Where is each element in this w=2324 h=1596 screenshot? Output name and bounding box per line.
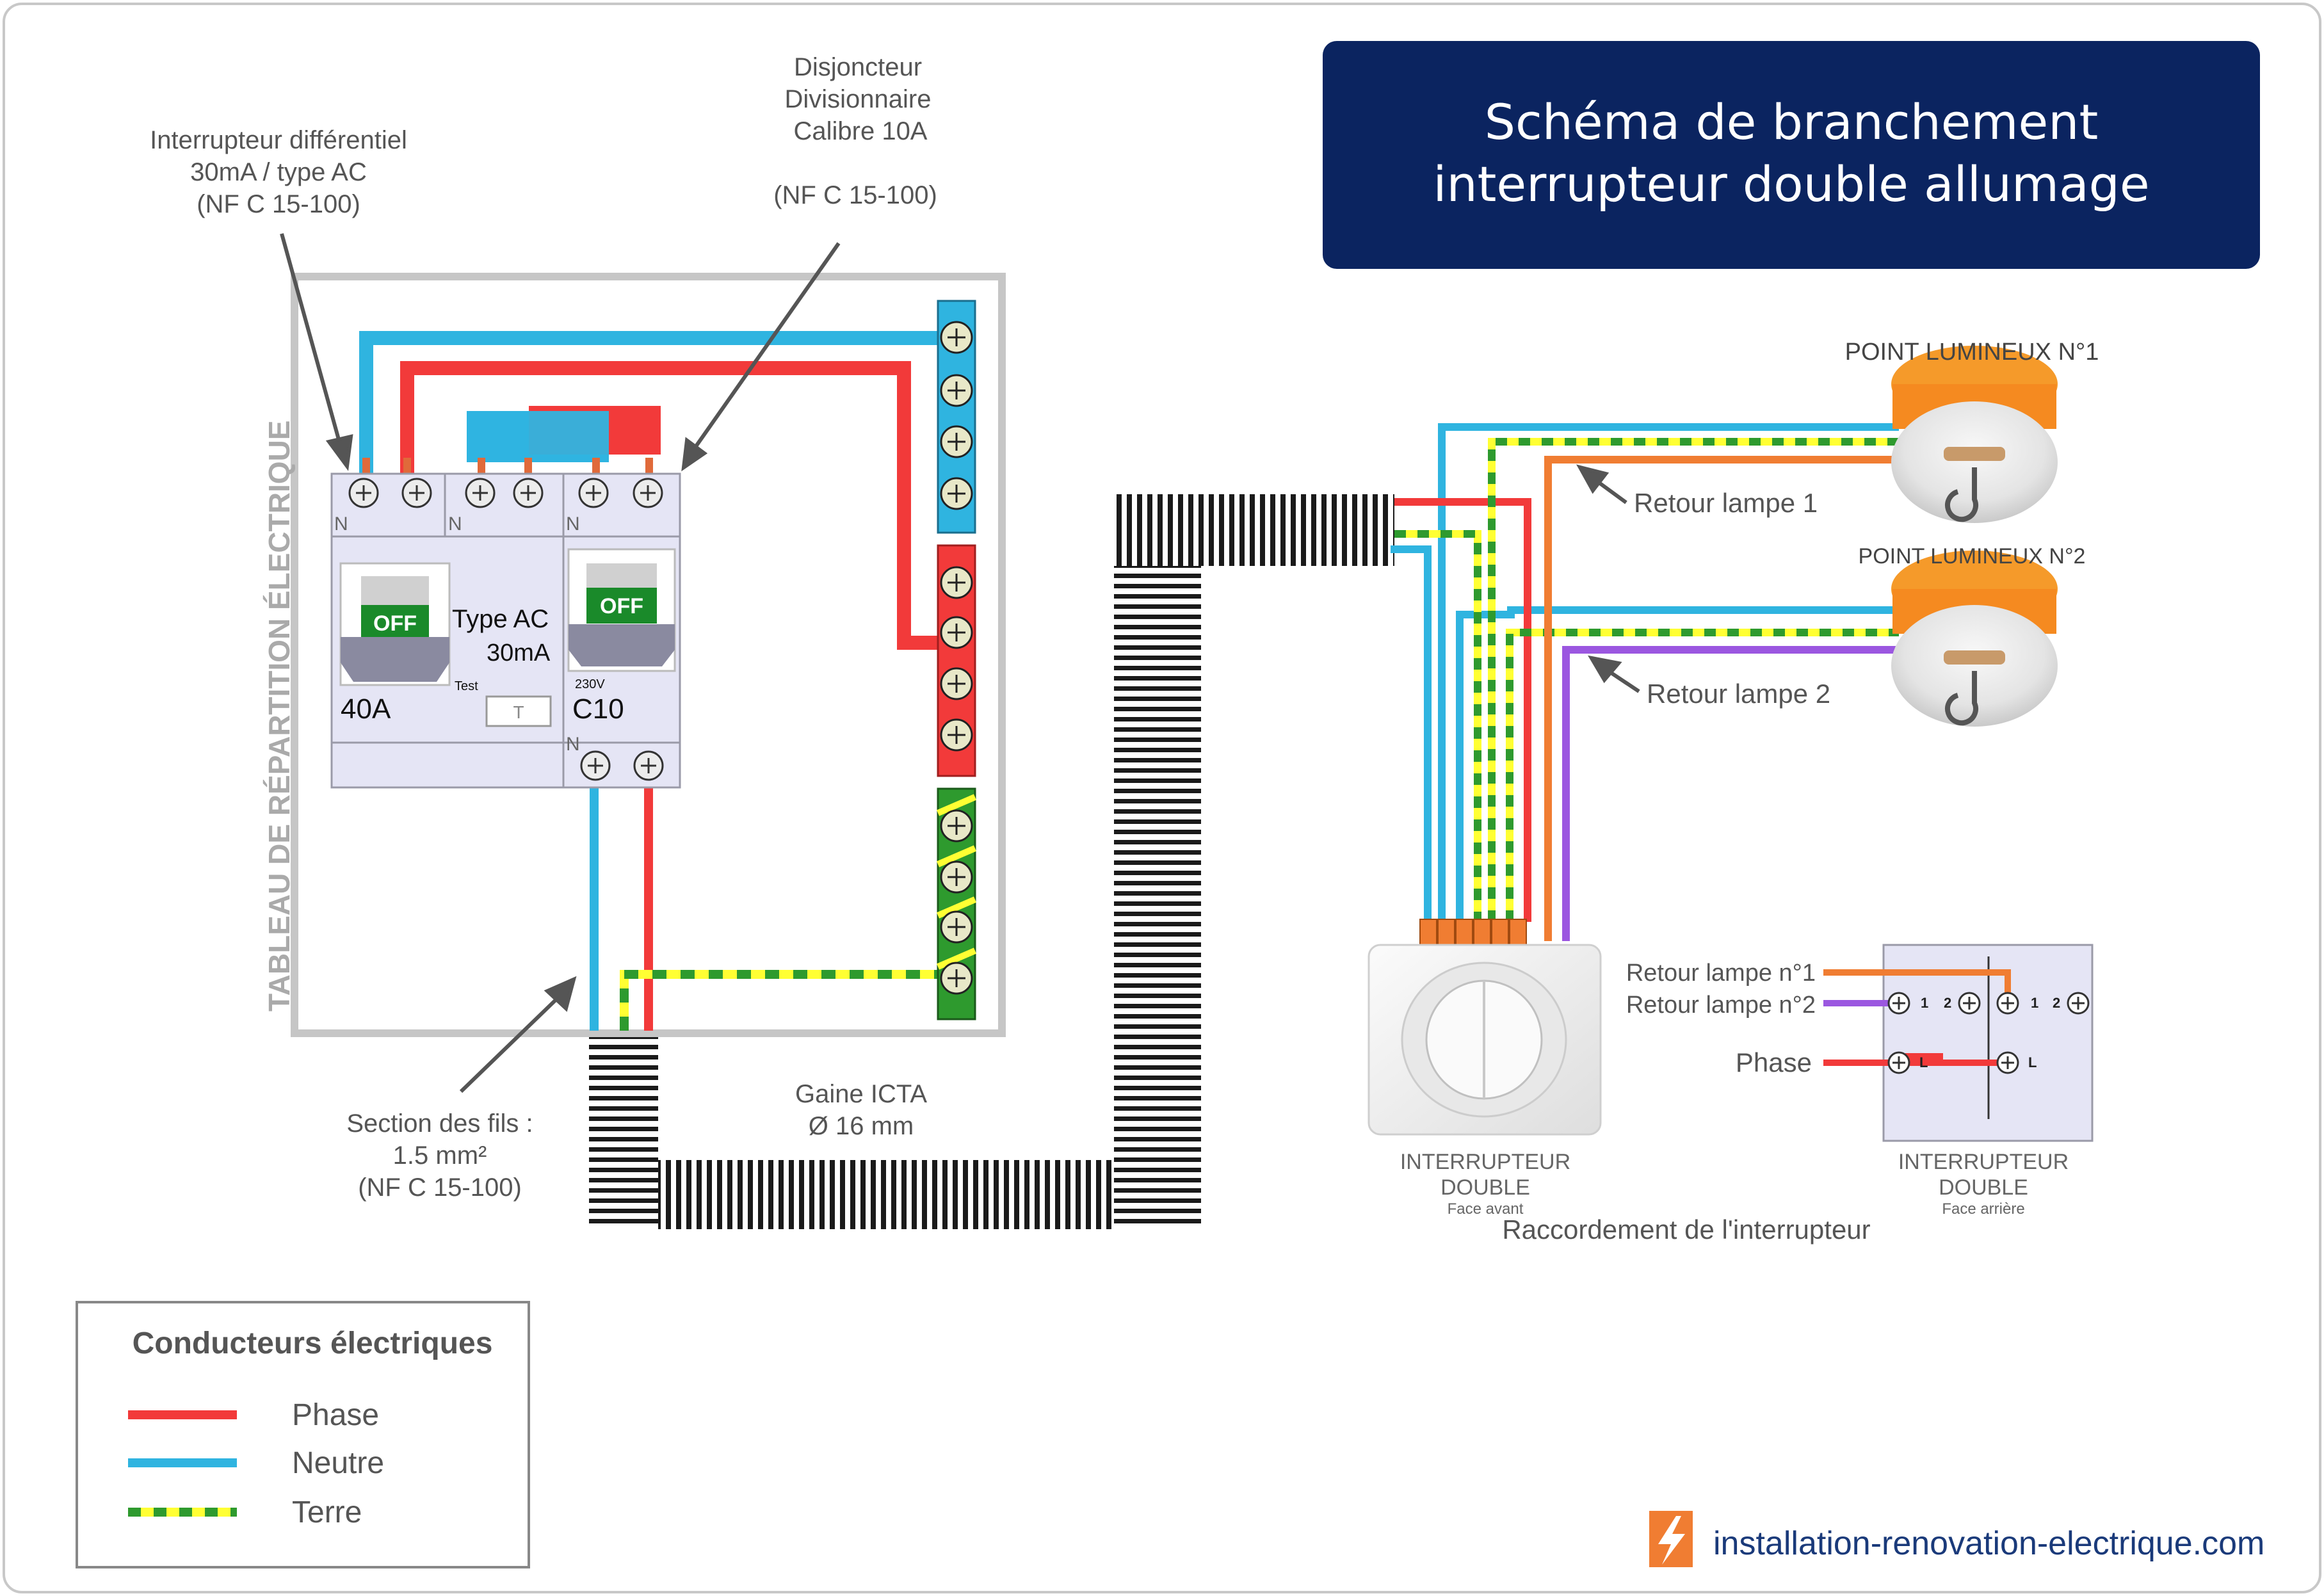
breaker-neutral-mark-1: N (566, 513, 580, 535)
breaker-voltage: 230V (575, 677, 605, 691)
back-return-2-label: Retour lampe n°2 (1626, 992, 1816, 1019)
switch-back-title-3: Face arrière (1942, 1200, 2024, 1218)
earth-terminal-block (937, 787, 976, 1020)
differential-callout-2: 30mA / type AC (190, 158, 367, 186)
panel-vertical-label: TABLEAU DE RÉPARTITION ÉLECTRIQUE (262, 421, 296, 1012)
differential-neutral-mark-1: N (334, 513, 348, 535)
back-terminal-1b: 1 (2031, 995, 2038, 1011)
legend-label-neutral: Neutre (292, 1446, 384, 1480)
website-text[interactable]: installation-renovation-electrique.com (1713, 1525, 2264, 1562)
back-terminal-Lb: L (2028, 1054, 2037, 1070)
legend-title: Conducteurs électriques (133, 1326, 493, 1360)
wire-section-2: 1.5 mm² (393, 1141, 487, 1170)
switch-front-view (1368, 944, 1602, 1136)
wire-section-3: (NF C 15-100) (358, 1173, 522, 1202)
differential-type-label: Type AC (452, 605, 549, 633)
switch-back-view: 1 2 1 2 L L (1823, 944, 2094, 1142)
back-return-1-label: Retour lampe n°1 (1626, 960, 1816, 987)
ceiling-box-1 (1891, 346, 2058, 523)
switch-front-title-3: Face avant (1448, 1200, 1524, 1218)
conduit-label-2: Ø 16 mm (809, 1112, 914, 1140)
back-terminal-La: L (1919, 1054, 1928, 1070)
return-lamp-1-label: Retour lampe 1 (1634, 488, 1818, 518)
breaker-callout-1: Disjoncteur (794, 53, 922, 81)
phase-terminal-block (937, 544, 976, 777)
breaker-callout-4: (NF C 15-100) (773, 181, 937, 209)
conduit-icta (589, 494, 1394, 1229)
differential-callout-3: (NF C 15-100) (197, 190, 360, 218)
hook-icon (1945, 671, 1978, 726)
connection-caption: Raccordement de l'interrupteur (1502, 1214, 1870, 1245)
breaker-neutral-mark-2: N (566, 734, 580, 755)
legend-label-phase: Phase (292, 1398, 379, 1432)
breaker-terminal-screws (578, 478, 664, 781)
legend-label-earth: Terre (292, 1495, 362, 1529)
differential-switch: N N OFF Type AC 30mA 40A Test T (330, 472, 565, 789)
breaker-callout-2: Divisionnaire (785, 85, 932, 113)
light-point-2-label: POINT LUMINEUX N°2 (1859, 544, 2086, 568)
differential-test-button-label: T (513, 702, 524, 722)
conduit-label-1: Gaine ICTA (795, 1080, 927, 1108)
switch-front-title-1: INTERRUPTEUR (1400, 1150, 1570, 1174)
switch-front-title-2: DOUBLE (1440, 1175, 1530, 1200)
differential-rating: 40A (341, 693, 391, 725)
differential-sensitivity: 30mA (487, 640, 551, 666)
panel-wiring (359, 331, 948, 1031)
circuit-breaker: N N OFF 230V C10 (562, 472, 681, 789)
light-point-1-label: POINT LUMINEUX N°1 (1845, 339, 2099, 366)
footer: installation-renovation-electrique.com (1649, 1511, 2264, 1567)
title-line-1: Schéma de branchement (1485, 93, 2099, 150)
labels: Interrupteur différentiel 30mA / type AC… (150, 53, 2099, 1245)
differential-neutral-mark-2: N (448, 513, 462, 535)
hook-icon (1945, 467, 1978, 522)
differential-test-button (485, 695, 552, 727)
neutral-terminal-block (937, 300, 976, 534)
switch-back-title-2: DOUBLE (1939, 1175, 2028, 1200)
breaker-callout-3: Calibre 10A (793, 117, 927, 145)
legend: Conducteurs électriques Phase Neutre Ter… (76, 1301, 530, 1568)
differential-test-label: Test (455, 679, 478, 693)
website-link[interactable]: installation-renovation-electrique.com (1713, 1525, 2264, 1562)
differential-terminal-screws (348, 478, 544, 508)
switch-back-title-1: INTERRUPTEUR (1898, 1150, 2069, 1174)
back-phase-label: Phase (1736, 1047, 1812, 1077)
title-line-2: interrupteur double allumage (1433, 156, 2149, 213)
back-terminal-2b: 2 (2053, 995, 2060, 1011)
differential-callout-1: Interrupteur différentiel (150, 126, 407, 154)
breaker-rating: C10 (572, 693, 624, 725)
return-lamp-2-label: Retour lampe 2 (1647, 679, 1830, 709)
differential-off-label: OFF (373, 611, 417, 636)
callout-arrows (280, 233, 1640, 1093)
back-terminal-1a: 1 (1921, 995, 1928, 1011)
breaker-off-label: OFF (600, 594, 643, 618)
back-terminal-2a: 2 (1944, 995, 1951, 1011)
title-box: Schéma de branchement interrupteur doubl… (1323, 41, 2260, 269)
wire-section-1: Section des fils : (346, 1109, 533, 1138)
lighting-wiring (1391, 423, 1899, 948)
ceiling-box-2 (1891, 551, 2058, 727)
